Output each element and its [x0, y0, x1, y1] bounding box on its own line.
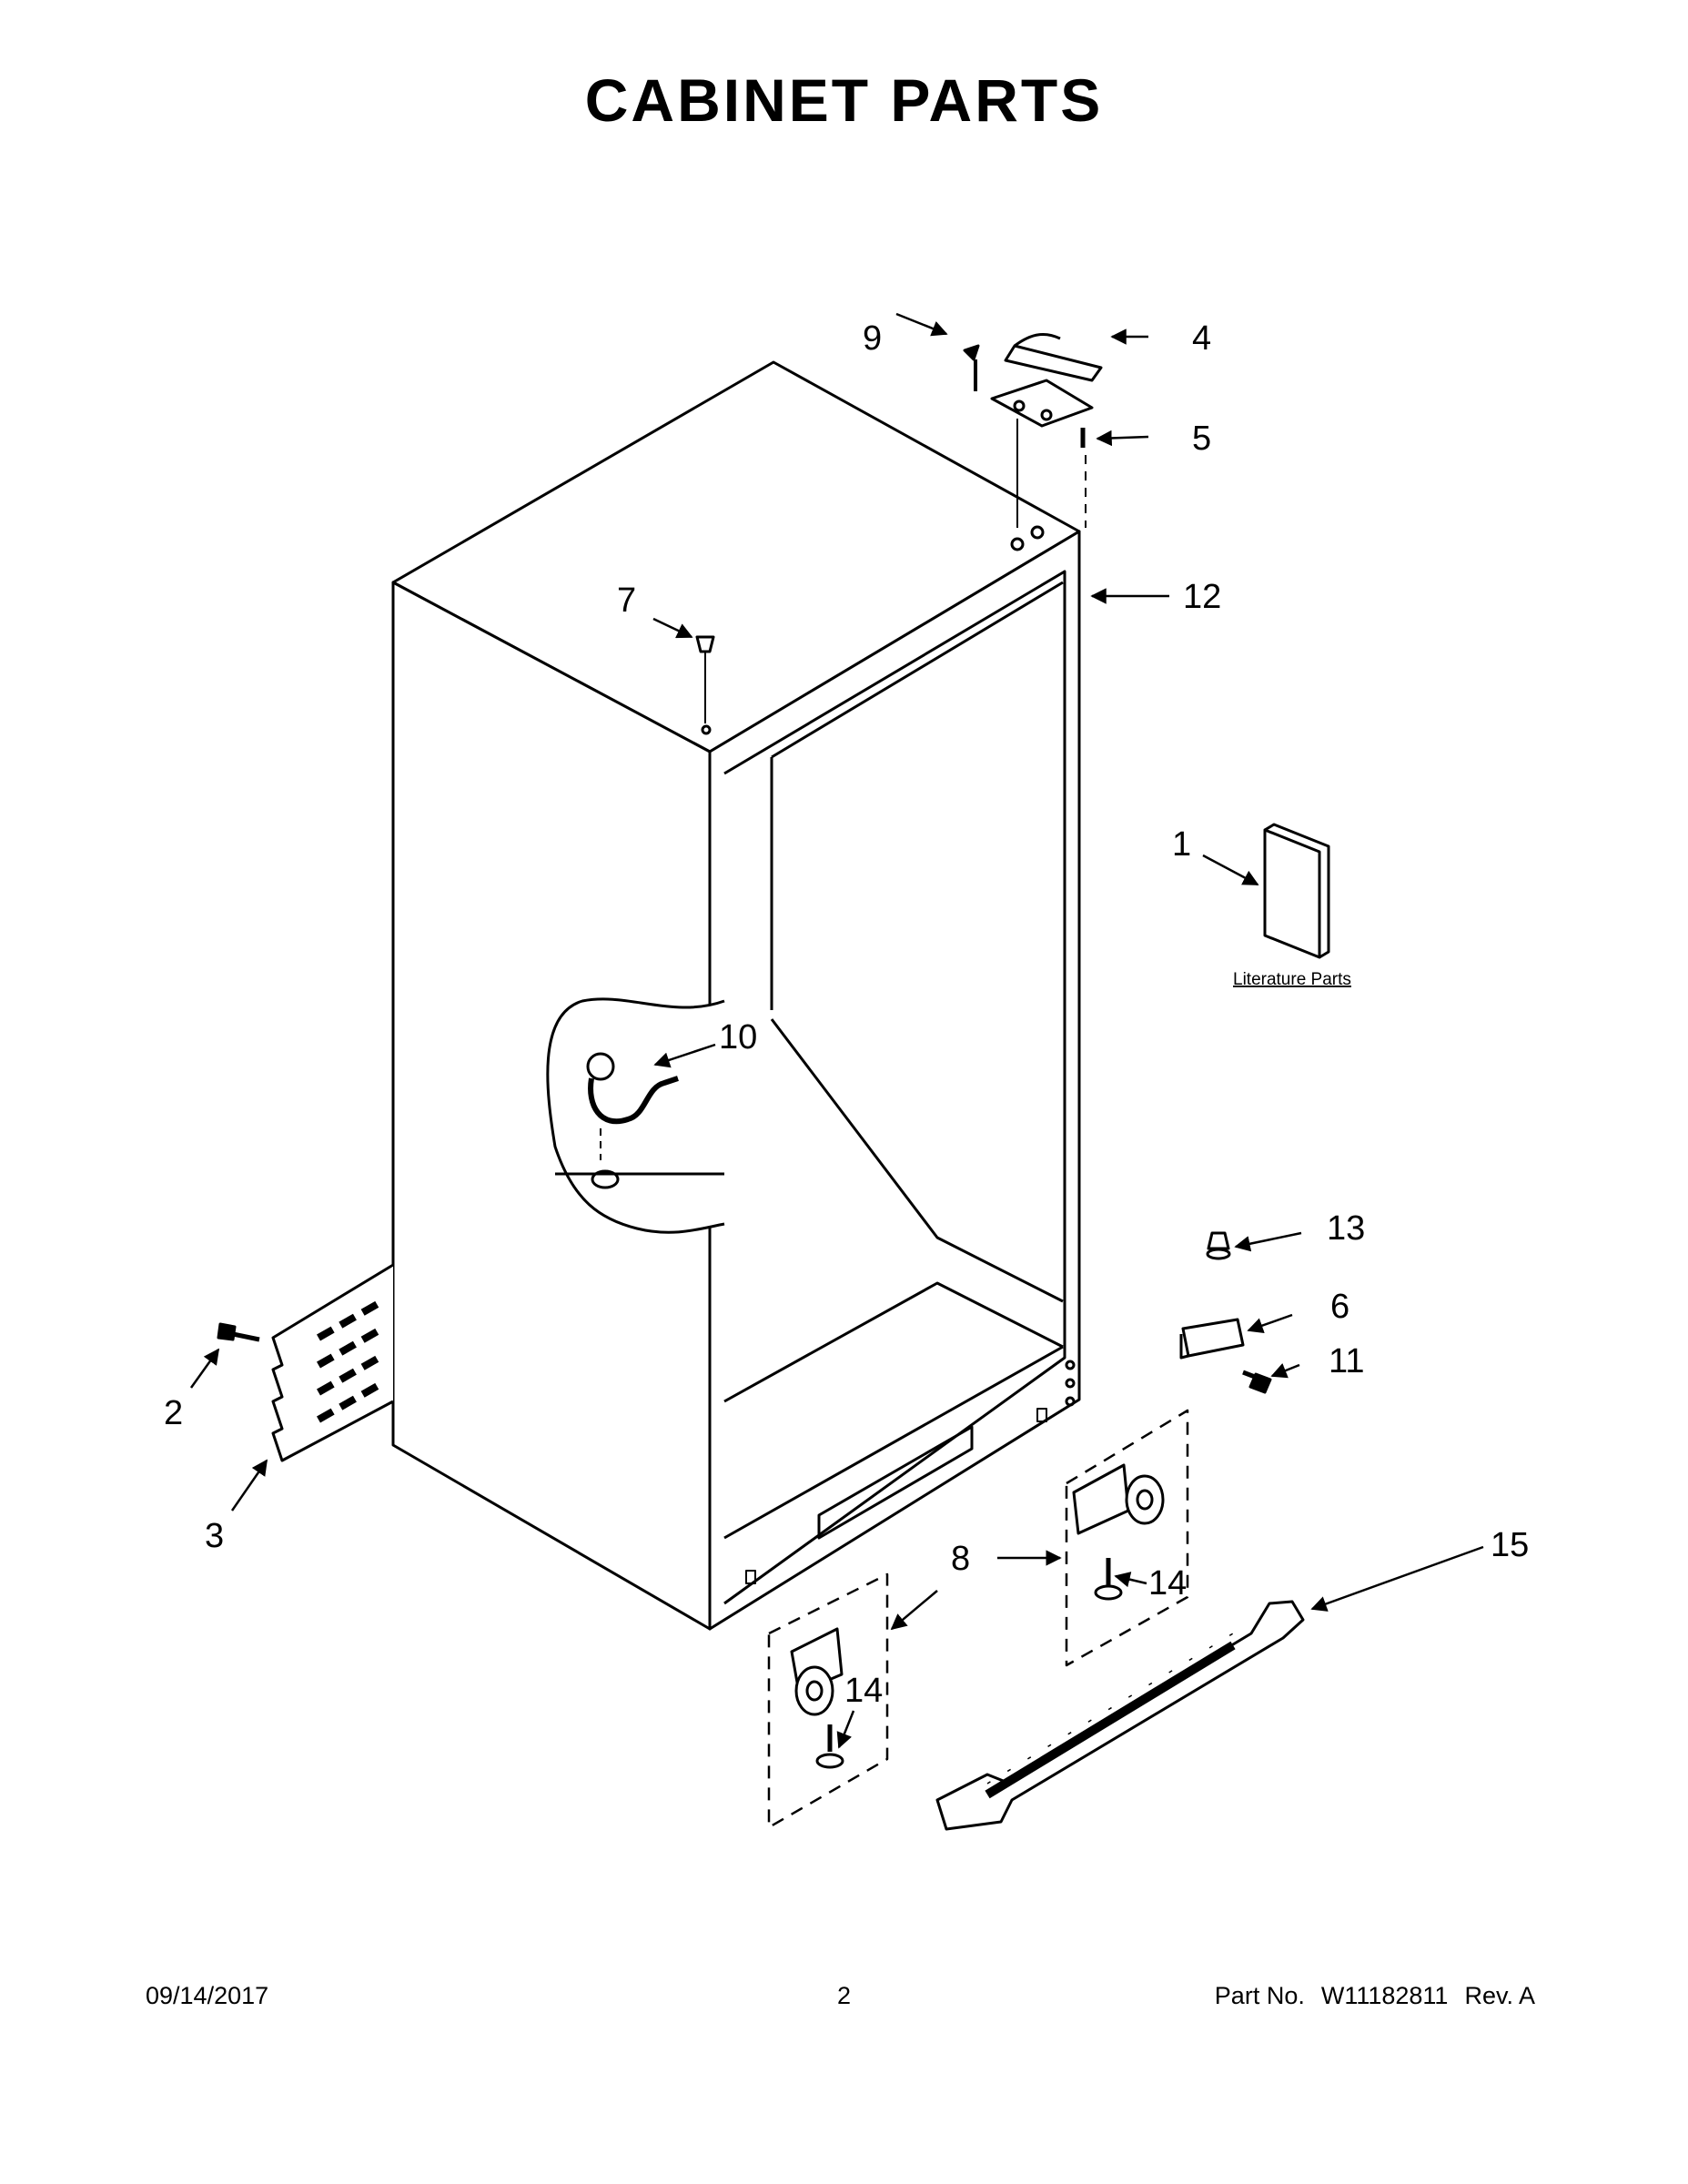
leader-arrows: [189, 312, 1484, 1749]
callout-4: 4: [1192, 319, 1211, 358]
leader-6: [1247, 1313, 1293, 1333]
leader-14-right: [1114, 1572, 1147, 1588]
callout-11: 11: [1329, 1342, 1364, 1380]
leader-10: [653, 1043, 716, 1068]
leader-5: [1096, 430, 1149, 447]
leader-1: [1202, 854, 1259, 886]
leader-9: [895, 312, 948, 337]
caster-left-group: [767, 1572, 889, 1829]
callout-14-left: 14: [844, 1672, 883, 1710]
top-hinge-drawing: [963, 333, 1103, 551]
footer-page-number: 2: [836, 1982, 852, 2009]
leader-14-left: [836, 1710, 855, 1749]
literature-parts-drawing: [1263, 823, 1330, 959]
callout-7: 7: [617, 581, 636, 620]
part-number-label: Part No.: [1214, 1982, 1305, 2009]
cabinet-top-plug-drawing: [695, 635, 715, 735]
callout-labels: 9 4 5 12 7 1 Literature Parts 10 13 6 11…: [164, 319, 1529, 1710]
footer-part-info: Part No. W11182811 Rev. A: [1215, 1982, 1535, 2010]
callout-14-right: 14: [1148, 1564, 1187, 1603]
leader-3: [230, 1459, 268, 1512]
caster-right-group: [1065, 1409, 1189, 1667]
footer-date: 09/14/2017: [146, 1982, 269, 2009]
part-number-value: W11182811: [1320, 1982, 1449, 2009]
callout-12: 12: [1183, 578, 1221, 616]
callout-6: 6: [1330, 1288, 1349, 1326]
cabinet-body-drawing: [391, 360, 1081, 1631]
bottom-hinge-bracket-drawing: [1179, 1231, 1272, 1394]
callout-3: 3: [205, 1517, 224, 1555]
callout-15: 15: [1491, 1526, 1529, 1564]
leader-15: [1310, 1545, 1484, 1612]
callout-13: 13: [1327, 1209, 1365, 1248]
callout-5: 5: [1192, 420, 1211, 458]
callout-1: 1: [1172, 825, 1191, 864]
callout-8: 8: [951, 1540, 970, 1578]
callout-2: 2: [164, 1394, 183, 1432]
leader-2: [189, 1348, 220, 1389]
leader-7: [652, 617, 693, 639]
rear-grille-drawing: [217, 1263, 394, 1462]
leader-11: [1270, 1363, 1300, 1379]
leader-8-left: [890, 1590, 938, 1631]
callout-10: 10: [719, 1018, 757, 1057]
base-grille-drawing: [935, 1600, 1305, 1831]
page-title: CABINET PARTS: [584, 66, 1104, 134]
callout-9: 9: [863, 319, 882, 358]
literature-parts-label: Literature Parts: [1233, 970, 1351, 989]
revision-label: Rev. A: [1464, 1982, 1535, 2009]
leader-13: [1234, 1231, 1302, 1252]
